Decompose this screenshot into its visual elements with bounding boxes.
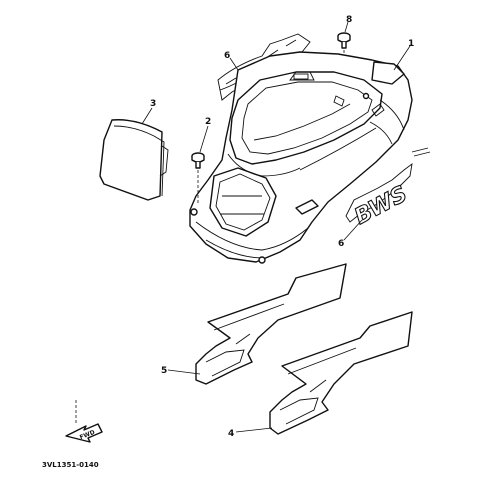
callout-3: 3 bbox=[150, 99, 156, 109]
drawing-reference: 3VL1351-0140 bbox=[42, 461, 99, 469]
callout-4: 4 bbox=[228, 429, 234, 439]
callout-8: 8 bbox=[346, 15, 352, 25]
callout-5: 5 bbox=[161, 366, 167, 376]
lid-part bbox=[99, 119, 169, 201]
body-cover-part bbox=[189, 51, 413, 264]
fwd-arrow-icon: FWD bbox=[65, 400, 103, 443]
callout-2: 2 bbox=[205, 117, 211, 127]
bolt-part bbox=[337, 32, 351, 66]
graphic-left-part bbox=[195, 263, 347, 385]
callout-6-bws: 6 bbox=[338, 239, 344, 249]
callout-1: 1 bbox=[408, 39, 414, 49]
graphic-right-part bbox=[269, 311, 413, 435]
leader-lines bbox=[141, 21, 411, 433]
screw-part bbox=[191, 152, 205, 204]
callout-6-top: 6 bbox=[224, 51, 230, 61]
